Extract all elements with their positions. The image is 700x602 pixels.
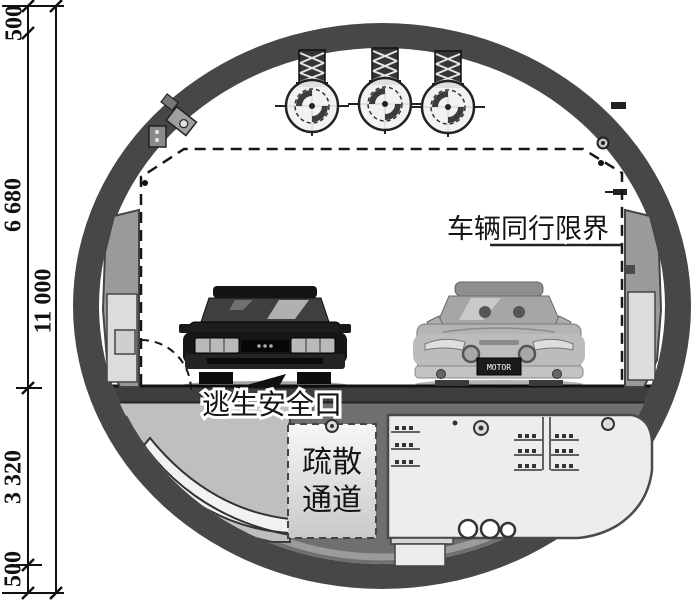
- road-deck: [99, 384, 665, 404]
- headlight-left: [194, 337, 240, 354]
- license-plate: [476, 357, 522, 376]
- bracket-icon: [160, 93, 180, 112]
- sump-box: [394, 543, 446, 567]
- clearance-label: 车辆同行限界: [447, 214, 609, 245]
- lamp-right: [517, 344, 537, 364]
- service-compartment: [386, 413, 654, 567]
- mirror-left: [179, 324, 191, 333]
- hanger-dot: [452, 420, 458, 426]
- tunnel-equipment-right: [596, 102, 627, 195]
- wall-dot-right: [598, 160, 604, 166]
- left-vehicle-sedan: [179, 286, 351, 389]
- sump-lip: [390, 537, 454, 545]
- dimension-ticks: [21, 0, 63, 600]
- left-wall-panel: [101, 208, 140, 388]
- dim-lower-structure: 3 320: [1, 450, 27, 504]
- right-panel-knob: [626, 265, 635, 274]
- clearance-envelope-dashed: [139, 147, 624, 385]
- valve-icon-right: [601, 417, 615, 431]
- pipe-icons: [457, 518, 517, 540]
- valve-center: [478, 425, 484, 431]
- bracket-mark-mid: [613, 189, 627, 195]
- cable-tray-icons-left: [391, 431, 420, 467]
- jet-fan-2: [348, 47, 422, 134]
- evac-passage-label-line2: 通道: [302, 483, 362, 518]
- dim-upper-clearance: 6 680: [1, 178, 27, 232]
- invert-rim-shading: [168, 470, 596, 561]
- fog-left: [436, 369, 446, 379]
- right-wall-panel: [624, 208, 663, 388]
- dim-bottom-segment: 500: [1, 551, 27, 587]
- jet-fan-3: [411, 50, 485, 137]
- lamp-left: [461, 344, 481, 364]
- fog-right: [552, 369, 562, 379]
- rack-dots: [518, 434, 573, 468]
- grille: [479, 340, 519, 345]
- escape-exit-arrow: [236, 374, 286, 388]
- hanger-pin: [330, 424, 334, 428]
- dim-overall-height: 11 000: [31, 269, 57, 334]
- license-plate-text: MOTOR: [487, 363, 511, 372]
- tunnel-lighting-left: [142, 93, 198, 186]
- headlight-right: [290, 337, 336, 354]
- rack-dividers: [542, 417, 551, 470]
- dimension-lines: [2, 0, 64, 600]
- evacuation-passage-box: [287, 419, 377, 539]
- escape-exit-label: 逃生安全口: [202, 388, 342, 421]
- rack-shelves: [514, 439, 579, 471]
- evac-passage-label-line1: 疏散: [302, 445, 362, 480]
- right-cabinet: [627, 291, 656, 381]
- left-cabinet-door: [114, 329, 136, 355]
- right-vehicle-coupe: MOTOR: [413, 281, 585, 388]
- bracket-mark-top: [611, 102, 626, 109]
- cable-tray-dots-left: [395, 426, 413, 464]
- wall-dot-left: [142, 180, 148, 186]
- jet-fan-1: [275, 49, 349, 136]
- dim-top-segment: 500: [2, 5, 28, 41]
- mirror-right: [339, 324, 351, 333]
